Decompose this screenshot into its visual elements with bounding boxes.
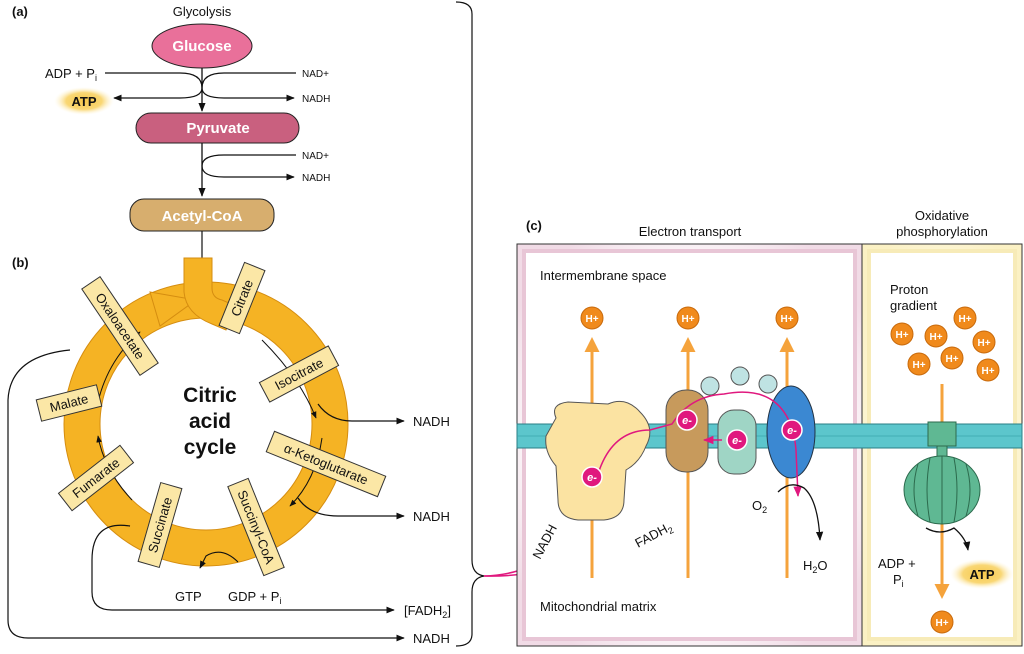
fadh2-output-arrow — [91, 524, 395, 614]
nadh-output-arrow-1 — [317, 403, 405, 425]
nadh-output-arrow-3 — [7, 349, 405, 642]
atp-label-a: ATP — [71, 94, 96, 109]
adp-to-atp-arrow — [105, 72, 203, 102]
nadh-label-2: NADH — [302, 173, 330, 184]
adp-pi-label: ADP + Pi — [45, 66, 97, 83]
nadh-output-2: NADH — [413, 509, 450, 524]
water-label: H2O — [803, 558, 828, 575]
complex-i — [545, 400, 651, 521]
cytochrome-c-3 — [758, 374, 778, 394]
gtp-label: GTP — [175, 589, 202, 604]
nadh-output-1: NADH — [413, 414, 450, 429]
adp-plus-label: ADP + — [878, 556, 916, 571]
cytochrome-c-1 — [700, 376, 720, 396]
electron-1: e- — [581, 466, 603, 488]
electron-3: e- — [726, 429, 748, 451]
svg-text:H+: H+ — [912, 360, 925, 371]
pyruvate-label: Pyruvate — [186, 120, 249, 137]
nad-to-nadh-arrow-1 — [201, 72, 296, 102]
cycle-title-2: acid — [189, 410, 231, 433]
svg-text:H+: H+ — [981, 366, 994, 377]
gradient-proton-1: H+ — [890, 322, 914, 346]
step-succinate: Succinate — [137, 481, 183, 569]
svg-text:e-: e- — [682, 415, 692, 427]
cycle-title-3: cycle — [184, 436, 237, 459]
gradient-proton-2: H+ — [924, 324, 948, 348]
svg-text:H+: H+ — [929, 332, 942, 343]
atp-synthase-subunits — [913, 456, 971, 524]
inner-arrow-2 — [289, 437, 323, 507]
panel-a-label: (a) — [12, 4, 28, 19]
matrix-label: Mitochondrial matrix — [540, 599, 657, 614]
gradient-proton-5: H+ — [907, 352, 931, 376]
gradient-proton-4: H+ — [972, 330, 996, 354]
gradient-proton-7: H+ — [976, 358, 1000, 382]
fadh2-output: [FADH2] — [404, 603, 451, 620]
nadh-output-3: NADH — [413, 631, 450, 646]
svg-text:H+: H+ — [935, 618, 948, 629]
nadh-label-1: NADH — [302, 94, 330, 105]
svg-text:H+: H+ — [977, 338, 990, 349]
oxphos-title-2: phosphorylation — [896, 224, 988, 239]
complex-iii — [665, 389, 709, 473]
step-malate: Malate — [35, 384, 103, 422]
svg-text:H+: H+ — [780, 314, 793, 325]
atp-glow — [54, 87, 114, 115]
panel-c-label: (c) — [526, 218, 542, 233]
glycolysis-title: Glycolysis — [173, 4, 232, 19]
adp-to-atp-synthase-arrow — [925, 527, 971, 551]
proton-pumped-2: H+ — [676, 306, 700, 330]
cytochrome-c-2 — [730, 366, 750, 386]
oxygen-to-water-arrow — [777, 484, 824, 541]
electron-transport-title: Electron transport — [639, 224, 742, 239]
intermembrane-space-label: Intermembrane space — [540, 268, 666, 283]
gradient-proton-6: H+ — [940, 346, 964, 370]
gradient-proton-3: H+ — [953, 306, 977, 330]
atp-glow-c — [950, 559, 1014, 589]
svg-text:e-: e- — [732, 435, 742, 447]
nad-plus-label-1: NAD+ — [302, 69, 329, 80]
svg-text:H+: H+ — [945, 354, 958, 365]
svg-text:H+: H+ — [958, 314, 971, 325]
panel-b-label: (b) — [12, 255, 29, 270]
matrix-proton: H+ — [930, 610, 954, 634]
svg-text:H+: H+ — [681, 314, 694, 325]
atp-label-c: ATP — [969, 567, 994, 582]
cycle-title-1: Citric — [183, 384, 237, 407]
proton-pumped-3: H+ — [775, 306, 799, 330]
nadh-output-arrow-2 — [297, 497, 405, 520]
svg-text:e-: e- — [787, 425, 797, 437]
gdp-to-gtp-arrow — [199, 551, 239, 569]
proton-gradient-label-1: Proton — [890, 282, 928, 297]
svg-text:H+: H+ — [585, 314, 598, 325]
pi-label: Pi — [893, 572, 904, 589]
nad-plus-label-2: NAD+ — [302, 151, 329, 162]
oxphos-title-1: Oxidative — [915, 208, 969, 223]
nad-to-nadh-arrow-2 — [201, 154, 296, 181]
proton-gradient-label-2: gradient — [890, 298, 937, 313]
electron-4: e- — [781, 419, 803, 441]
panel-bracket — [455, 1, 485, 647]
cycle-arrowhead — [149, 291, 198, 327]
atp-synthase-stalk — [927, 421, 957, 447]
proton-pumped-1: H+ — [580, 306, 604, 330]
pyruvate-node — [135, 112, 300, 144]
svg-text:H+: H+ — [895, 330, 908, 341]
gdp-pi-label: GDP + Pi — [228, 589, 281, 606]
glucose-label: Glucose — [172, 38, 231, 55]
acetyl-coa-label: Acetyl-CoA — [162, 208, 243, 225]
electron-2: e- — [676, 409, 698, 431]
svg-text:e-: e- — [587, 472, 597, 484]
